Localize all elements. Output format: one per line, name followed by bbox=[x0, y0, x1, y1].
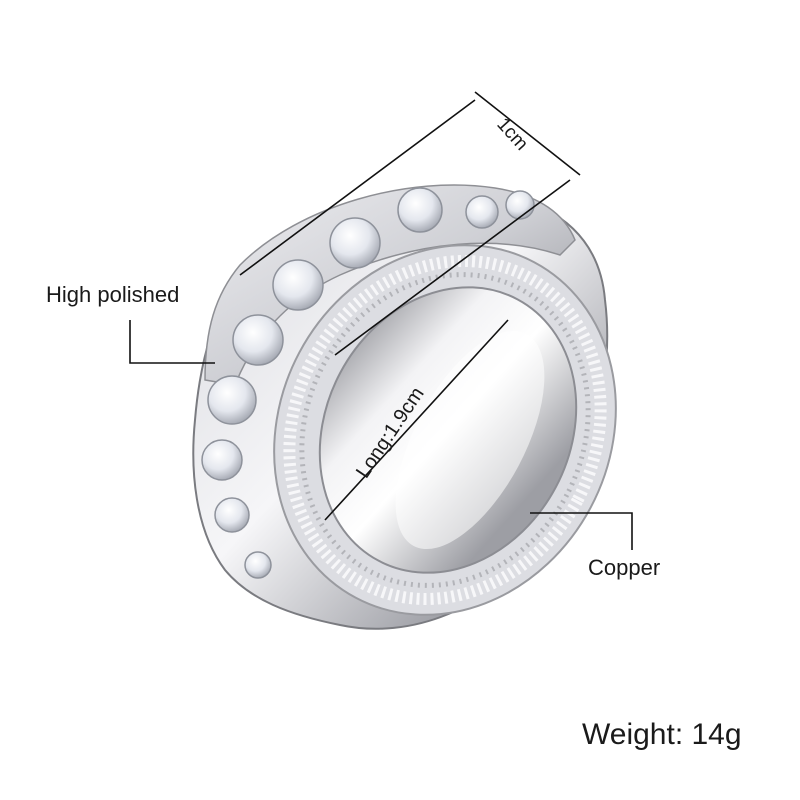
gemstone bbox=[397, 187, 443, 233]
finish-label: High polished bbox=[46, 282, 180, 307]
material-callout-line bbox=[530, 512, 633, 550]
gemstone bbox=[244, 551, 272, 579]
gemstone bbox=[505, 190, 535, 220]
weight-label: Weight: 14g bbox=[582, 718, 742, 751]
gemstone bbox=[465, 195, 499, 229]
length-dimension-line bbox=[324, 319, 509, 521]
gemstone bbox=[232, 314, 284, 366]
material-label: Copper bbox=[588, 555, 661, 580]
large-stone-row bbox=[201, 187, 535, 579]
gemstone bbox=[201, 439, 243, 481]
ring-interior bbox=[318, 286, 578, 574]
gemstone bbox=[214, 497, 250, 533]
width-dimension-line bbox=[239, 99, 476, 276]
gemstone bbox=[329, 217, 381, 269]
gemstone bbox=[207, 375, 257, 425]
width-dimension-line-lower bbox=[334, 179, 571, 356]
width-tick-top bbox=[474, 91, 581, 176]
dimension-lines bbox=[129, 91, 633, 550]
gemstone bbox=[272, 259, 324, 311]
finish-callout-line bbox=[129, 320, 215, 364]
